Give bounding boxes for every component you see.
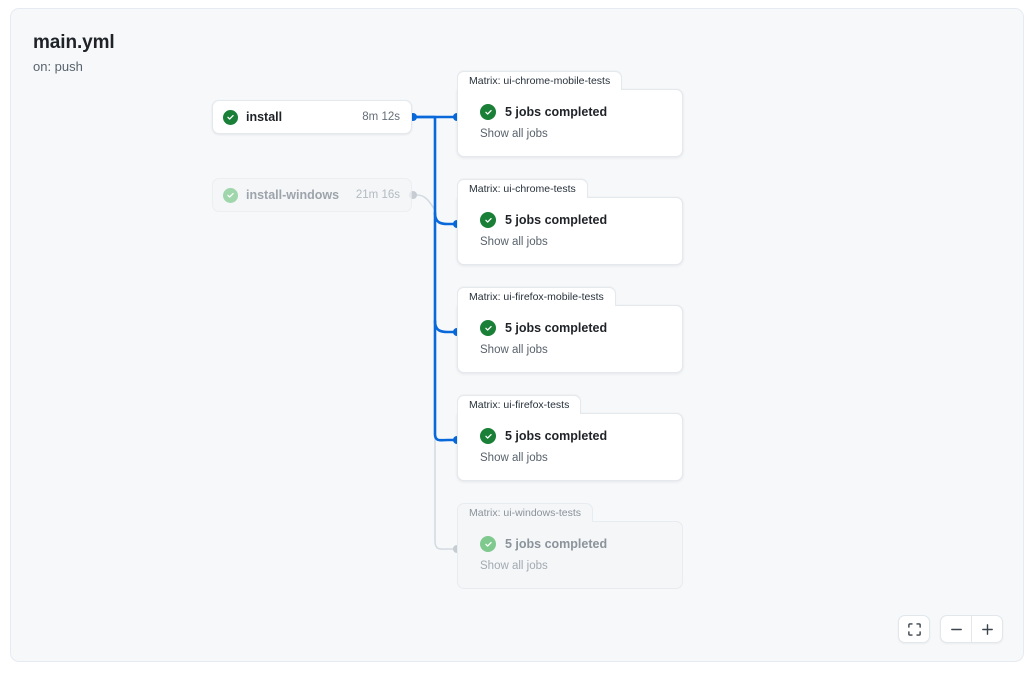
- check-circle-icon: [223, 187, 238, 203]
- matrix-group-ui-firefox-tests[interactable]: Matrix: ui-firefox-tests 5 jobs complete…: [457, 395, 683, 481]
- job-label: install-windows: [246, 188, 340, 202]
- check-circle-icon: [480, 320, 496, 336]
- show-all-jobs-link[interactable]: Show all jobs: [480, 344, 548, 356]
- job-node-install-windows[interactable]: install-windows 21m 16s: [212, 178, 412, 212]
- job-duration: 21m 16s: [355, 189, 400, 201]
- fit-screen-icon: [907, 622, 922, 637]
- matrix-tab-label[interactable]: Matrix: ui-chrome-mobile-tests: [457, 71, 623, 90]
- matrix-group-ui-chrome-mobile-tests[interactable]: Matrix: ui-chrome-mobile-tests 5 jobs co…: [457, 71, 683, 157]
- check-circle-icon: [480, 428, 496, 444]
- check-circle-icon: [480, 104, 496, 120]
- show-all-jobs-link[interactable]: Show all jobs: [480, 128, 548, 140]
- job-duration: 8m 12s: [362, 111, 400, 123]
- matrix-card-body: 5 jobs completed Show all jobs: [457, 89, 683, 157]
- fit-screen-box: [898, 615, 930, 643]
- check-circle-icon: [480, 212, 496, 228]
- zoom-in-button[interactable]: [972, 615, 1002, 643]
- workflow-trigger: on: push: [33, 59, 83, 74]
- minus-icon: [949, 622, 964, 637]
- matrix-status-text: 5 jobs completed: [505, 321, 608, 335]
- matrix-status-row: 5 jobs completed: [480, 212, 666, 228]
- check-circle-icon: [480, 536, 496, 552]
- show-all-jobs-link[interactable]: Show all jobs: [480, 236, 548, 248]
- show-all-jobs-link[interactable]: Show all jobs: [480, 452, 548, 464]
- edge-install-trunk: [412, 115, 458, 442]
- matrix-tab-label[interactable]: Matrix: ui-firefox-tests: [457, 395, 582, 414]
- matrix-card-body: 5 jobs completed Show all jobs: [457, 305, 683, 373]
- workflow-panel: main.yml on: push: [10, 8, 1024, 662]
- matrix-tab-label[interactable]: Matrix: ui-firefox-mobile-tests: [457, 287, 616, 306]
- show-all-jobs-link[interactable]: Show all jobs: [480, 560, 548, 572]
- matrix-status-text: 5 jobs completed: [505, 537, 608, 551]
- matrix-group-ui-windows-tests[interactable]: Matrix: ui-windows-tests 5 jobs complete…: [457, 503, 683, 589]
- workflow-header: main.yml on: push: [33, 31, 115, 76]
- matrix-status-text: 5 jobs completed: [505, 213, 608, 227]
- edge-install-windows-out: [416, 194, 436, 211]
- job-label: install: [246, 110, 283, 124]
- plus-icon: [980, 622, 995, 637]
- matrix-status-row: 5 jobs completed: [480, 536, 666, 552]
- matrix-status-row: 5 jobs completed: [480, 428, 666, 444]
- matrix-tab-label[interactable]: Matrix: ui-chrome-tests: [457, 179, 588, 198]
- matrix-card-body: 5 jobs completed Show all jobs: [457, 413, 683, 481]
- matrix-status-row: 5 jobs completed: [480, 320, 666, 336]
- matrix-card-body: 5 jobs completed Show all jobs: [457, 521, 683, 589]
- edge-branch-firefox-mobile-tests: [433, 319, 458, 334]
- zoom-controls: [898, 615, 1003, 643]
- matrix-card-body: 5 jobs completed Show all jobs: [457, 197, 683, 265]
- matrix-tab-label[interactable]: Matrix: ui-windows-tests: [457, 503, 594, 522]
- fit-screen-button[interactable]: [899, 615, 929, 643]
- zoom-box: [940, 615, 1003, 643]
- edge-branch-chrome-tests: [433, 211, 458, 226]
- matrix-status-text: 5 jobs completed: [505, 429, 608, 443]
- edge-dimmed-trunk: [434, 212, 458, 550]
- matrix-group-ui-chrome-tests[interactable]: Matrix: ui-chrome-tests 5 jobs completed…: [457, 179, 683, 265]
- zoom-out-button[interactable]: [941, 615, 971, 643]
- matrix-status-row: 5 jobs completed: [480, 104, 666, 120]
- matrix-status-text: 5 jobs completed: [505, 105, 608, 119]
- job-node-install[interactable]: install 8m 12s: [212, 100, 412, 134]
- check-circle-icon: [223, 109, 238, 125]
- matrix-group-ui-firefox-mobile-tests[interactable]: Matrix: ui-firefox-mobile-tests 5 jobs c…: [457, 287, 683, 373]
- control-divider: [971, 615, 972, 643]
- page-title: main.yml: [33, 32, 115, 53]
